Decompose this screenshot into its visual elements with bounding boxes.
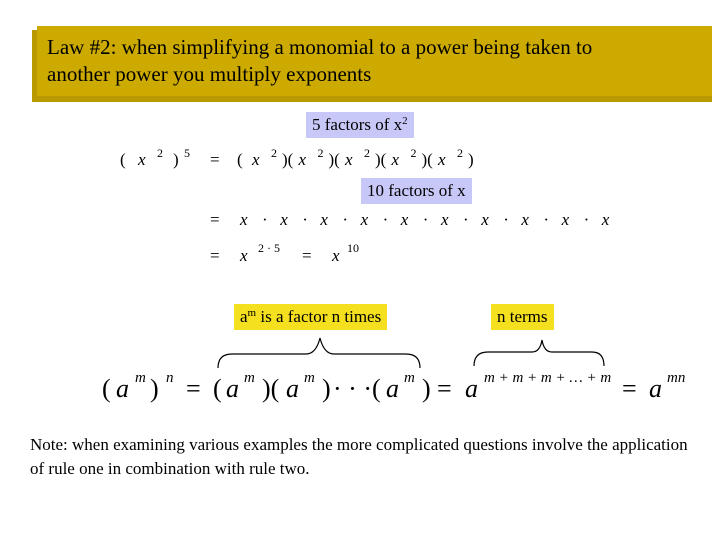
formula-ellipsis: · · · (333, 374, 372, 403)
formula-equals-1: = (186, 374, 201, 403)
chain-x: x (400, 210, 409, 229)
title-line-2: another power you multiply exponents (47, 62, 372, 86)
formula-a-2: a (226, 374, 239, 403)
exponent-product: 2 · 5 (258, 241, 280, 255)
formula-n: n (166, 370, 174, 386)
equals-sign-1: = (210, 150, 220, 169)
lhs-open-paren: ( (120, 150, 126, 169)
formula-open-1: ( (102, 374, 111, 403)
factor-separator: )( (282, 150, 294, 169)
formula-mn: mn (667, 370, 686, 386)
factor-separator: )( (421, 150, 433, 169)
formula-a-3: a (286, 374, 299, 403)
formula-pair-1: )( (262, 374, 280, 403)
chain-x: x (561, 210, 570, 229)
chain-x: x (441, 210, 449, 229)
chain-dot: · (463, 210, 469, 229)
lhs-exponent: 2 (157, 146, 163, 160)
formula-a-1: a (116, 374, 129, 403)
chain-dot: · (543, 210, 550, 229)
factor-x: x (252, 150, 260, 169)
n-terms-label: n terms (491, 304, 554, 330)
chain-dot: · (422, 210, 429, 229)
brace-factors (217, 337, 421, 369)
formula-close-2: ) (322, 374, 331, 403)
lhs-power: 5 (184, 146, 190, 160)
chain-x: x (360, 210, 369, 229)
factor-exponent: 2 (317, 146, 324, 160)
factor-separator: ) (468, 150, 474, 169)
factor-exponent: 2 (457, 146, 463, 160)
formula-a-5: a (465, 374, 478, 403)
formula-open-3: ( (372, 374, 381, 403)
factor-separator: )( (328, 150, 340, 169)
factor-x: x (438, 150, 446, 169)
equals-sign-3: = (210, 246, 220, 265)
chain-dot: · (382, 210, 389, 229)
factor-separator: )( (375, 150, 387, 169)
formula-sum-exponent: m + m + m + … + m (484, 370, 612, 386)
rhs-open-paren: ( (237, 150, 243, 169)
factor-x: x (345, 150, 353, 169)
chain-dot: · (503, 210, 509, 229)
formula-equals-3: = (622, 374, 637, 403)
chain-dot: · (583, 210, 590, 229)
lhs-close-paren: ) (173, 150, 179, 169)
factor-n-times-label: am is a factor n times (234, 304, 388, 330)
formula-a-4: a (386, 374, 399, 403)
chain-dot: · (342, 210, 349, 229)
factor-exponent: 2 (271, 146, 277, 160)
chain-x: x (320, 210, 328, 229)
chain-x: x (280, 210, 288, 229)
chain-x: x (521, 210, 529, 229)
chain-dot: · (262, 210, 268, 229)
formula-close-3: ) (422, 374, 431, 403)
exponent-ten: 10 (347, 241, 359, 255)
formula-equals-2: = (437, 374, 452, 403)
factor-exponent: 2 (364, 146, 370, 160)
formula-m-2: m (244, 370, 255, 386)
formula-open-2: ( (213, 374, 222, 403)
x-result: x (332, 246, 340, 265)
ten-factors-label: 10 factors of x (361, 178, 472, 204)
formula-m-3: m (304, 370, 315, 386)
formula-a-6: a (649, 374, 662, 403)
equals-sign-4: = (302, 246, 312, 265)
lhs-x: x (138, 150, 146, 169)
equals-sign-2: = (210, 210, 220, 229)
formula-close-1: ) (150, 374, 159, 403)
factor-exponent: 2 (410, 146, 417, 160)
factor-x: x (298, 150, 307, 169)
chain-x: x (601, 210, 610, 229)
x-base: x (240, 246, 248, 265)
factor-x: x (391, 150, 400, 169)
title-banner: Law #2: when simplifying a monomial to a… (37, 26, 712, 96)
brace-terms (473, 339, 605, 367)
five-factors-label: 5 factors of x2 (306, 112, 414, 138)
chain-dot: · (302, 210, 308, 229)
formula-m-1: m (135, 370, 146, 386)
formula-m-4: m (404, 370, 415, 386)
note-text: Note: when examining various examples th… (30, 435, 688, 478)
chain-x: x (240, 210, 248, 229)
chain-x: x (481, 210, 489, 229)
title-line-1: Law #2: when simplifying a monomial to a… (47, 35, 593, 59)
